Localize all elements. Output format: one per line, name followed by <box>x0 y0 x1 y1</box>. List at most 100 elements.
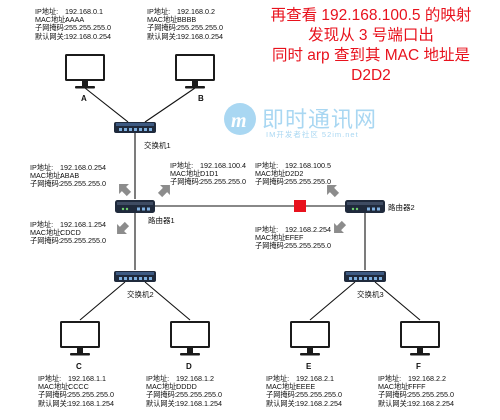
host-f-info: IP地址:192.168.2.2 MAC地址:FFFF 子网掩码:255.255… <box>378 374 454 408</box>
host-c-letter: C <box>76 362 82 371</box>
switch-3-label: 交换机3 <box>357 290 384 299</box>
host-e-gw: 192.168.2.254 <box>296 398 342 408</box>
host-e-gw-key: 默认网关: <box>266 398 297 408</box>
host-b-mask-key: 子网掩码: <box>147 23 178 33</box>
host-b-mac-key: MAC地址: <box>147 15 180 25</box>
svg-text:m: m <box>231 110 247 132</box>
router-1 <box>115 200 155 213</box>
host-f-gw-key: 默认网关: <box>378 398 409 408</box>
link-b-switch1 <box>144 87 196 123</box>
router-1-label: 路由器1 <box>148 216 175 225</box>
host-d-mac-key: MAC地址: <box>146 382 179 392</box>
router1-port2-ip-key: IP地址: <box>30 220 54 229</box>
host-f-ip-key: IP地址: <box>378 374 402 383</box>
host-e-info: IP地址:192.168.2.1 MAC地址:EEEE 子网掩码:255.255… <box>266 374 342 408</box>
host-a-ip-key: IP地址: <box>35 7 59 16</box>
router1-port3-mask-key: 子网掩码: <box>170 177 201 187</box>
host-c-mac-key: MAC地址: <box>38 382 71 392</box>
host-c-mask: 255.255.255.0 <box>68 390 114 400</box>
switch-2 <box>114 271 156 282</box>
router1-port2-mask-key: 子网掩码: <box>30 236 61 246</box>
router1-port2-mask: 255.255.255.0 <box>60 236 106 246</box>
host-b-mac: BBBB <box>177 15 197 25</box>
computer-f <box>400 321 440 356</box>
host-f-gw: 192.168.2.254 <box>408 398 454 408</box>
arrow-router2-port2 <box>329 218 349 238</box>
host-a-gw-key: 默认网关: <box>35 31 66 41</box>
router2-port1-info: IP地址: 192.168.100.5 MAC地址:D2D2 子网掩码:255.2… <box>255 161 331 187</box>
computer-c <box>60 321 100 356</box>
router1-port1-ip: 192.168.0.254 <box>60 163 106 172</box>
host-c-ip-key: IP地址: <box>38 374 62 383</box>
note-text: 再查看 192.168.100.5 的映射 发现从 3 号端口出 同时 arp … <box>248 6 494 86</box>
router2-port1-ip-key: IP地址: <box>255 161 279 170</box>
host-d-mask-key: 子网掩码: <box>146 390 177 400</box>
host-a-gw: 192.168.0.254 <box>65 31 111 41</box>
host-d-mac: DDDD <box>176 382 197 392</box>
computer-b <box>175 54 215 89</box>
router-2 <box>345 200 385 213</box>
router1-port3-ip: 192.168.100.4 <box>200 161 246 170</box>
router1-port1-mac: ABAB <box>60 171 80 181</box>
host-b-gw-key: 默认网关: <box>147 31 178 41</box>
router1-port2-mac-key: MAC地址: <box>30 228 63 238</box>
watermark-title: 即时通讯网 <box>262 107 378 132</box>
router2-port1-mac: D2D2 <box>285 169 304 179</box>
router2-port1-ip: 192.168.100.5 <box>285 161 331 170</box>
host-a-ip: 192.168.0.1 <box>65 7 103 16</box>
host-d-gw: 192.168.1.254 <box>176 398 222 408</box>
router1-port1-info: IP地址:192.168.0.254 MAC地址:ABAB 子网掩码:255.2… <box>30 163 106 189</box>
router1-port1-ip-key: IP地址: <box>30 163 54 172</box>
host-c-ip: 192.168.1.1 <box>68 374 106 383</box>
host-c-mask-key: 子网掩码: <box>38 390 69 400</box>
router2-port2-ip: 192.168.2.254 <box>285 225 331 234</box>
router1-port3-mac-key: MAC地址: <box>170 169 203 179</box>
router1-port3-mac: D1D1 <box>200 169 219 179</box>
packet-marker <box>294 200 306 212</box>
router2-port2-info: IP地址:192.168.2.254 MAC地址:EFEF 子网掩码:255.2… <box>255 225 331 251</box>
host-e-letter: E <box>306 362 312 371</box>
host-f-letter: F <box>416 362 421 371</box>
switch-3 <box>344 271 386 282</box>
host-b-ip: 192.168.0.2 <box>177 7 215 16</box>
host-f-mask-key: 子网掩码: <box>378 390 409 400</box>
host-e-mask-key: 子网掩码: <box>266 390 297 400</box>
host-c-info: IP地址: 192.168.1.1 MAC地址:CCCC 子网掩码:255.255… <box>38 374 114 408</box>
host-b-letter: B <box>198 94 204 103</box>
watermark: m 即时通讯网 IM开发者社区 52im.net <box>220 100 420 140</box>
watermark-subtitle: IM开发者社区 52im.net <box>266 130 359 139</box>
router2-port2-mac-key: MAC地址: <box>255 233 288 243</box>
router1-port1-mac-key: MAC地址: <box>30 171 63 181</box>
host-a-mask: 255.255.255.0 <box>65 23 111 33</box>
switch-2-label: 交换机2 <box>127 290 154 299</box>
host-e-ip-key: IP地址: <box>266 374 290 383</box>
host-a-info: IP地址:192.168.0.1 MAC地址:AAAA 子网掩码:255.255… <box>35 7 111 41</box>
host-d-info: IP地址:192.168.1.2 MAC地址:DDDD 子网掩码:255.255… <box>146 374 222 408</box>
router1-port2-info: IP地址:192.168.1.254 MAC地址:CDCD 子网掩码:255.2… <box>30 220 106 246</box>
link-switch3-e <box>309 281 356 321</box>
link-a-switch1 <box>84 87 129 123</box>
note-line: 再查看 192.168.100.5 的映射 <box>270 7 472 24</box>
link-switch2-d <box>144 281 191 321</box>
router1-port3-info: IP地址:192.168.100.4 MAC地址:D1D1 子网掩码:255.2… <box>170 161 246 187</box>
host-c-mac: CCCC <box>68 382 89 392</box>
note-line: D2D2 <box>351 67 391 84</box>
router2-port2-mask: 255.255.255.0 <box>285 241 331 251</box>
host-a-letter: A <box>81 94 87 103</box>
host-b-mask: 255.255.255.0 <box>177 23 223 33</box>
router1-port1-mask-key: 子网掩码: <box>30 179 61 189</box>
router2-port1-mac-key: MAC地址: <box>255 169 288 179</box>
host-f-mask: 255.255.255.0 <box>408 390 454 400</box>
host-a-mac: AAAA <box>65 15 85 25</box>
host-c-gw: 192.168.1.254 <box>68 398 114 408</box>
host-b-info: IP地址:192.168.0.2 MAC地址:BBBB 子网掩码:255.255… <box>147 7 223 41</box>
computer-a <box>65 54 105 89</box>
host-a-mac-key: MAC地址: <box>35 15 68 25</box>
host-f-mac: FFFF <box>408 382 426 392</box>
router2-port2-ip-key: IP地址: <box>255 225 279 234</box>
router2-port1-mask: 255.255.255.0 <box>285 177 331 187</box>
host-f-mac-key: MAC地址: <box>378 382 411 392</box>
router2-port1-mask-key: 子网掩码: <box>255 177 286 187</box>
link-switch3-f <box>374 281 421 321</box>
